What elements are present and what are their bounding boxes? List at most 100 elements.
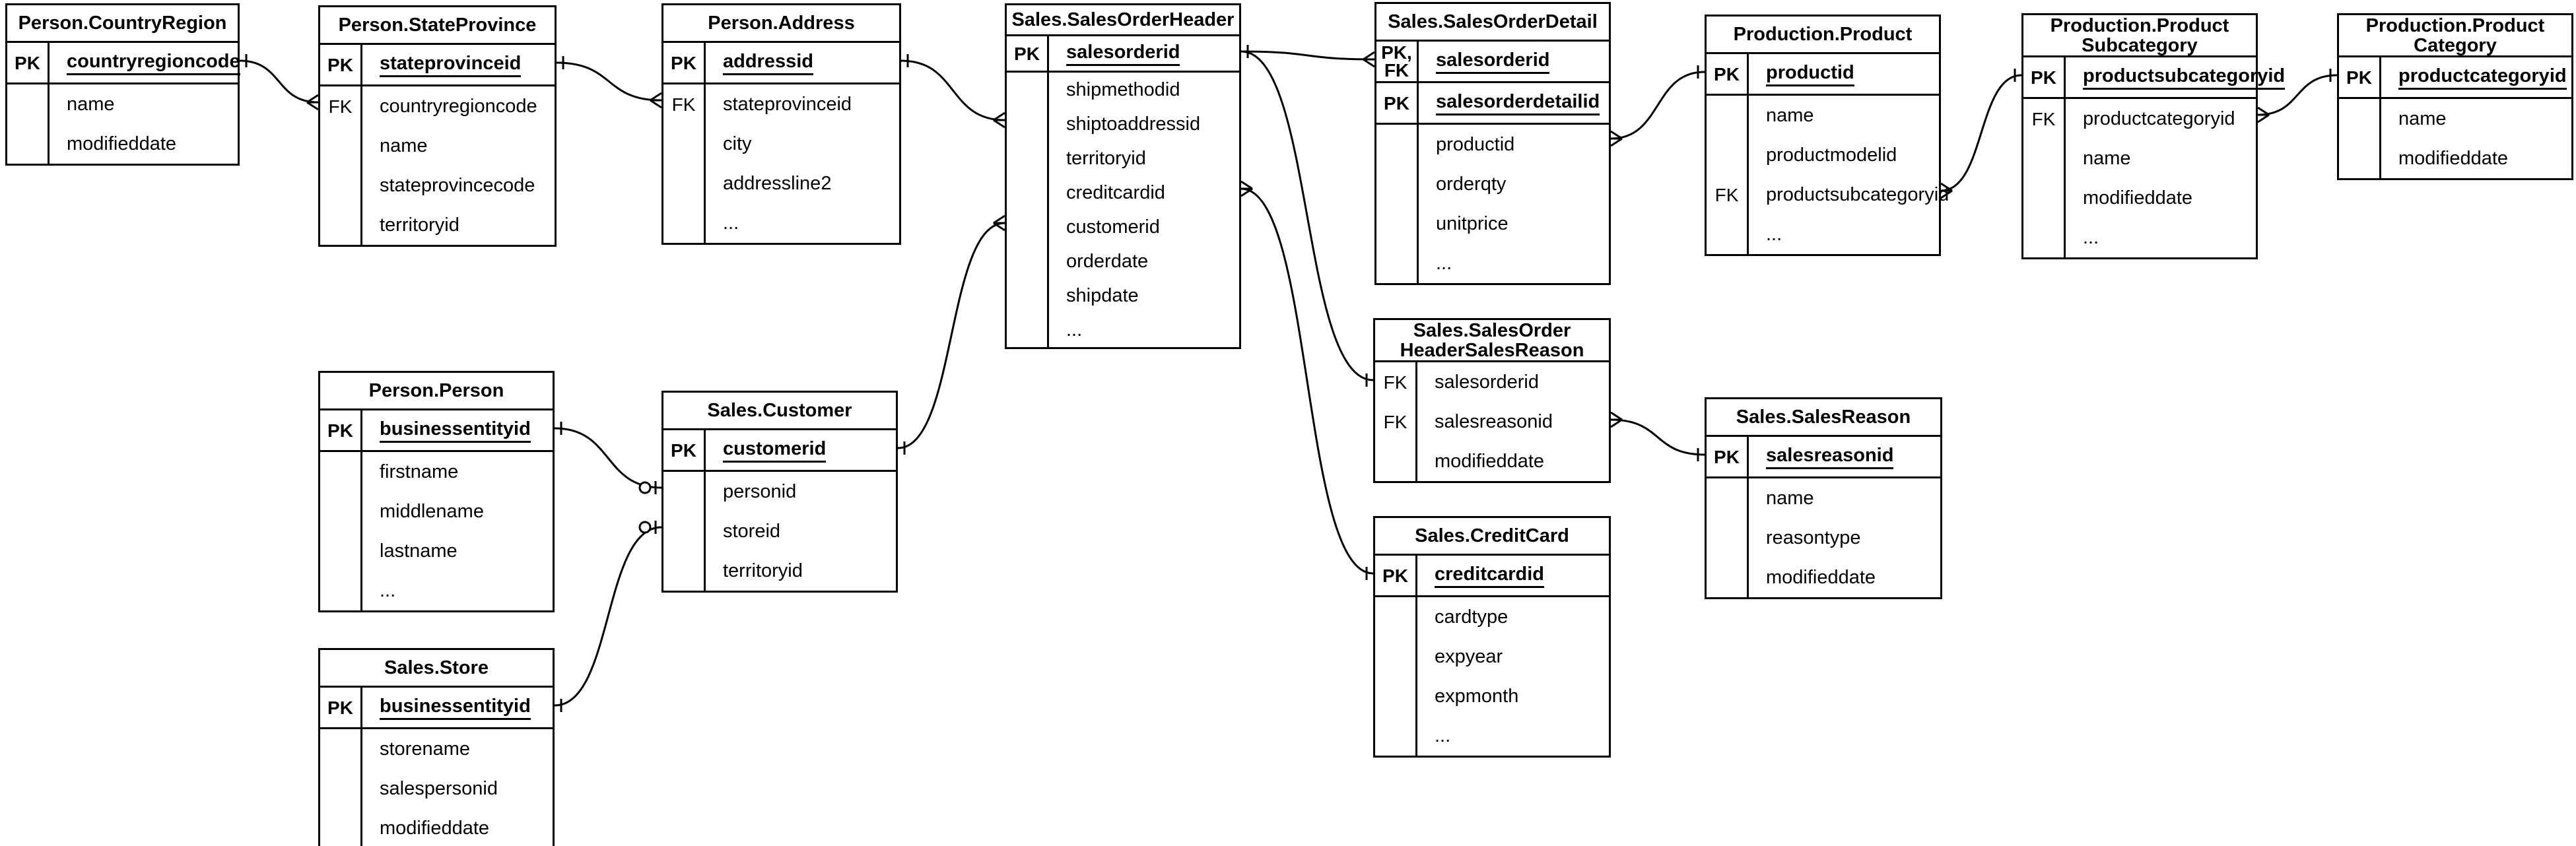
relationship-line <box>1240 187 1374 575</box>
primary-key-field-label: countryregioncode <box>67 51 240 75</box>
primary-key-field-label: productsubcategoryid <box>2083 65 2286 90</box>
field-label: modifieddate <box>67 133 177 154</box>
field-salesorderdetailid: salesorderdetailid <box>1419 83 1609 123</box>
key-column: PK <box>320 410 362 450</box>
field-label: name <box>1766 487 1814 509</box>
relationship-line <box>1610 418 1705 456</box>
field-salesorderid: salesorderid <box>1049 36 1239 71</box>
key-badge: FK <box>1383 411 1407 432</box>
field-modifieddate: modifieddate <box>2381 139 2571 178</box>
key-badge: PK <box>327 697 353 718</box>
key-badge <box>1376 204 1417 244</box>
key-badge <box>1007 107 1047 141</box>
key-column: PK <box>320 688 362 727</box>
relationship-line <box>900 59 1005 121</box>
key-badge <box>320 531 360 571</box>
key-badge: FK <box>328 96 353 117</box>
field-customerid: customerid <box>706 430 896 470</box>
field-name: name <box>2381 99 2571 139</box>
field-label: reasontype <box>1766 527 1861 548</box>
key-badge <box>663 203 704 243</box>
field-label: storename <box>380 738 471 760</box>
many-marker <box>1610 411 1623 428</box>
key-badge <box>1007 176 1047 210</box>
key-column <box>1707 478 1749 597</box>
field-productcategoryid: productcategoryid <box>2066 99 2256 139</box>
field-ellipsis: ... <box>706 203 899 243</box>
field-label: orderqty <box>1436 173 1507 195</box>
field-customerid: customerid <box>1049 210 1239 244</box>
field-column: salesorderdetailid <box>1419 83 1609 123</box>
entity-title: Person.Person <box>320 373 553 410</box>
key-column: FK <box>320 86 362 245</box>
relationship-sales-salesorderdetail__production-product <box>1610 65 1705 147</box>
field-salesorderid: salesorderid <box>1419 42 1609 81</box>
key-badge <box>1375 676 1415 716</box>
key-badge: PK <box>671 52 696 73</box>
field-territoryid: territoryid <box>362 205 555 245</box>
key-column: PK <box>320 45 362 84</box>
entity-title: Sales.SalesOrderDetail <box>1376 4 1609 42</box>
field-salesorderid: salesorderid <box>1417 362 1609 402</box>
field-label: salesreasonid <box>1435 410 1553 432</box>
primary-key-field-label: salesorderid <box>1066 42 1180 66</box>
field-column: creditcardid <box>1417 556 1609 595</box>
key-column: PK <box>663 43 706 82</box>
relationship-line <box>1940 74 2022 192</box>
field-label: name <box>380 135 428 156</box>
relationship-person-stateprovince__person-address <box>556 56 662 109</box>
key-badge: PK <box>2031 67 2056 88</box>
key-badge <box>1707 135 1747 175</box>
field-label: personid <box>723 480 797 502</box>
field-label: territoryid <box>1066 147 1146 169</box>
key-column: FK <box>2023 99 2066 257</box>
key-column <box>320 729 362 846</box>
field-column: productcategoryid <box>2381 57 2571 97</box>
field-label: ... <box>1766 223 1782 245</box>
key-column: PK <box>663 430 706 470</box>
primary-key-field-label: salesorderid <box>1436 49 1550 74</box>
primary-key-field-label: addressid <box>723 51 813 75</box>
field-label: ... <box>2083 226 2099 248</box>
field-modifieddate: modifieddate <box>362 808 553 846</box>
field-modifieddate: modifieddate <box>2066 178 2256 218</box>
key-badge: FK <box>2031 108 2056 129</box>
field-shiptoaddressid: shiptoaddressid <box>1049 107 1239 141</box>
relationship-sales-salesorderheadersalesreason__sales-salesreason <box>1610 411 1705 461</box>
many-marker <box>650 92 662 109</box>
field-shipmethodid: shipmethodid <box>1049 73 1239 107</box>
field-storename: storename <box>362 729 553 769</box>
field-label: ... <box>380 579 396 601</box>
field-productsubcategoryid: productsubcategoryid <box>1749 175 1949 214</box>
key-badge <box>663 124 704 164</box>
field-businessentityid: businessentityid <box>362 410 553 450</box>
key-badge <box>2339 139 2379 178</box>
entity-title: Sales.Store <box>320 650 553 688</box>
relationship-sales-salesorderheader__sales-salesorderheadersalesreason <box>1240 50 1374 387</box>
zero-circle-marker <box>638 521 652 534</box>
field-productcategoryid: productcategoryid <box>2381 57 2571 97</box>
field-salesreasonid: salesreasonid <box>1749 437 1940 476</box>
key-badge <box>7 124 48 164</box>
field-name: name <box>362 126 555 166</box>
field-ellipsis: ... <box>1749 214 1939 254</box>
field-ellipsis: ... <box>1417 716 1609 756</box>
field-label: countryregioncode <box>380 95 537 117</box>
field-productid: productid <box>1419 125 1609 164</box>
field-label: ... <box>1066 319 1083 341</box>
many-marker <box>1610 130 1623 147</box>
key-badge: FK <box>671 94 696 115</box>
field-label: productid <box>1436 133 1515 155</box>
key-badge <box>1707 518 1747 558</box>
field-ellipsis: ... <box>1049 313 1239 347</box>
relationship-line <box>554 427 662 489</box>
